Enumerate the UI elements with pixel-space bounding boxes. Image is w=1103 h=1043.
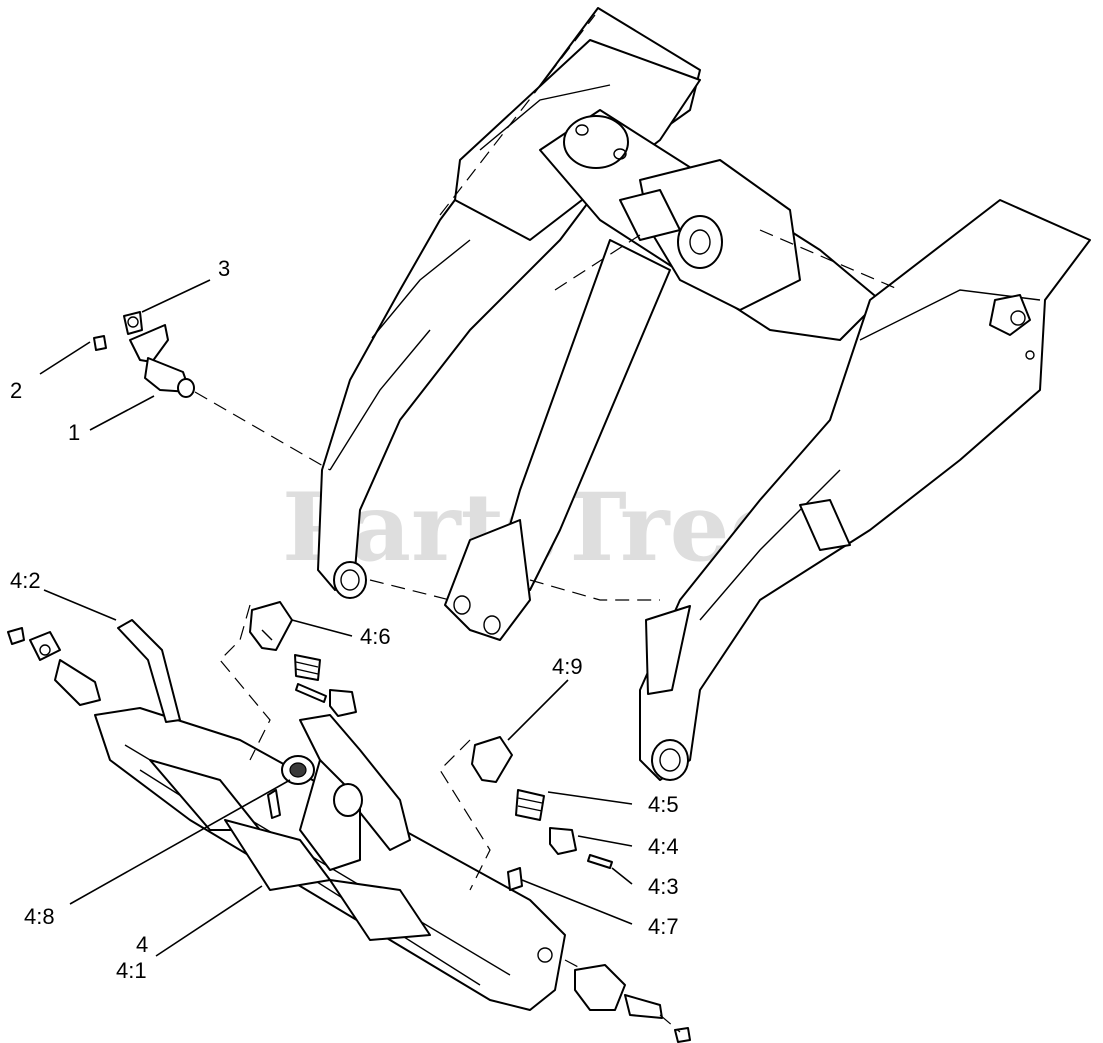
callout-3: 3 xyxy=(218,256,230,281)
pivot-pin-parts xyxy=(93,311,331,471)
callout-4-6: 4:6 xyxy=(360,624,391,649)
callout-4-7: 4:7 xyxy=(648,914,679,939)
callout-4-1: 4:1 xyxy=(116,958,147,983)
callout-4-3: 4:3 xyxy=(648,874,679,899)
callout-2: 2 xyxy=(10,378,22,403)
callout-4: 4 xyxy=(136,932,148,957)
lift-arm-assembly xyxy=(317,7,1091,781)
callout-4-9: 4:9 xyxy=(552,654,583,679)
callout-4-4: 4:4 xyxy=(648,834,679,859)
callout-1: 1 xyxy=(68,420,80,445)
callout-4-5: 4:5 xyxy=(648,792,679,817)
callout-4-2: 4:2 xyxy=(10,568,41,593)
callout-labels: 3 2 1 4:2 4:6 4:9 4:5 4:4 4:3 4:7 4:8 4 … xyxy=(10,256,679,983)
leader-lines xyxy=(39,279,633,957)
callout-4-8: 4:8 xyxy=(24,904,55,929)
foot-pedal-assembly xyxy=(7,601,691,1043)
